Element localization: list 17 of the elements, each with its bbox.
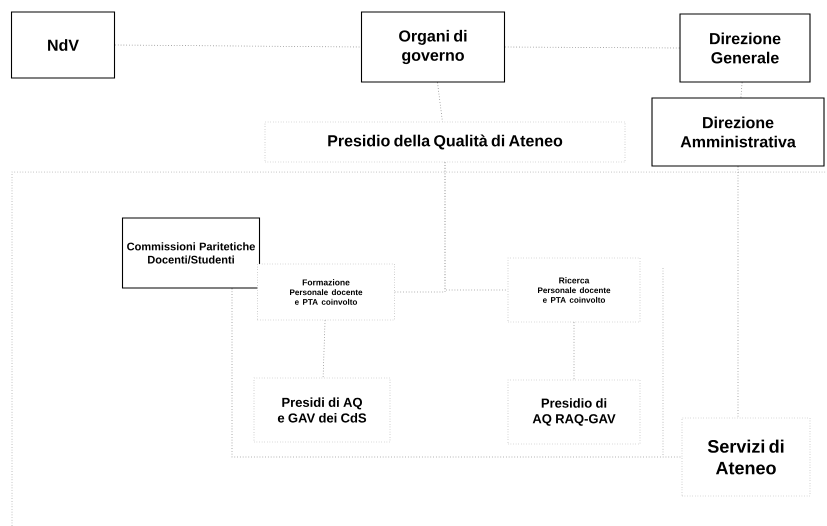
dotted-box: Presidio di AQ RAQ-GAV <box>508 380 640 444</box>
connector-line <box>437 82 443 122</box>
dotted-box: Servizi di Ateneo <box>682 418 810 496</box>
org-box: Organi di governo <box>360 11 506 83</box>
org-box: Direzione Generale <box>679 13 811 83</box>
connector-line <box>444 162 508 290</box>
connector-line <box>322 320 326 378</box>
org-box: Direzione Amministrativa <box>651 97 825 167</box>
connector-line <box>114 44 362 48</box>
org-box: Commissioni Paritetiche Docenti/Studenti <box>122 217 260 289</box>
connector-line <box>740 82 743 98</box>
dotted-box: Presidio della Qualità di Ateneo <box>264 122 626 162</box>
dotted-box: Presidi di AQ e GAV dei CdS <box>254 378 390 442</box>
org-box: NdV <box>10 11 116 79</box>
dotted-box: Ricerca Personale docente e PTA coinvolto <box>508 258 640 322</box>
connector-line <box>504 46 680 48</box>
dotted-box: Formazione Personale docente e PTA coinvolto <box>257 264 395 320</box>
